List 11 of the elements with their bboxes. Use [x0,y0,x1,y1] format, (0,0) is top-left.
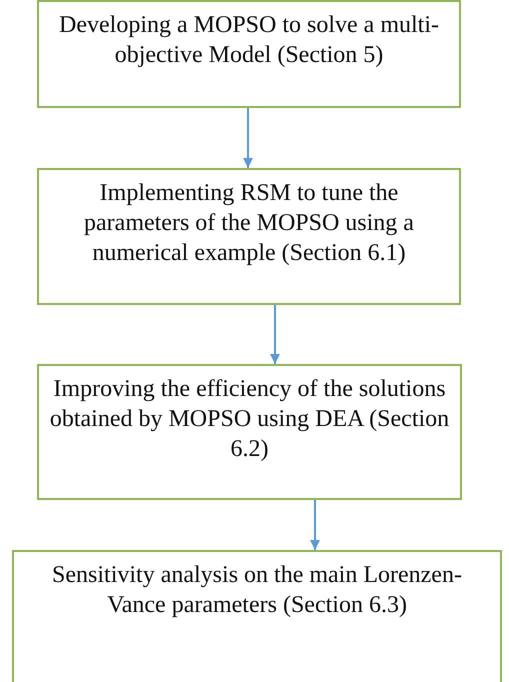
step-text: Developing a MOPSO to solve a multi-objective Model (Section 5) [58,11,440,70]
arrow [310,500,320,550]
process-box [37,364,462,500]
step-text: Sensitivity analysis on the main Lorenzen-Vance parameters (Section 6.3) [51,561,463,620]
step-text: Implementing RSM to tune the parameters of the MOPSO using a numerical example (Section 6.1) [83,179,415,268]
arrow [243,108,253,168]
arrow [270,305,280,364]
process-box [37,0,461,108]
process-box [37,168,461,305]
step-text: Improving the efficiency of the solutions obtained by MOPSO using DEA (Section 6.2) [49,375,450,464]
process-box [12,550,502,682]
